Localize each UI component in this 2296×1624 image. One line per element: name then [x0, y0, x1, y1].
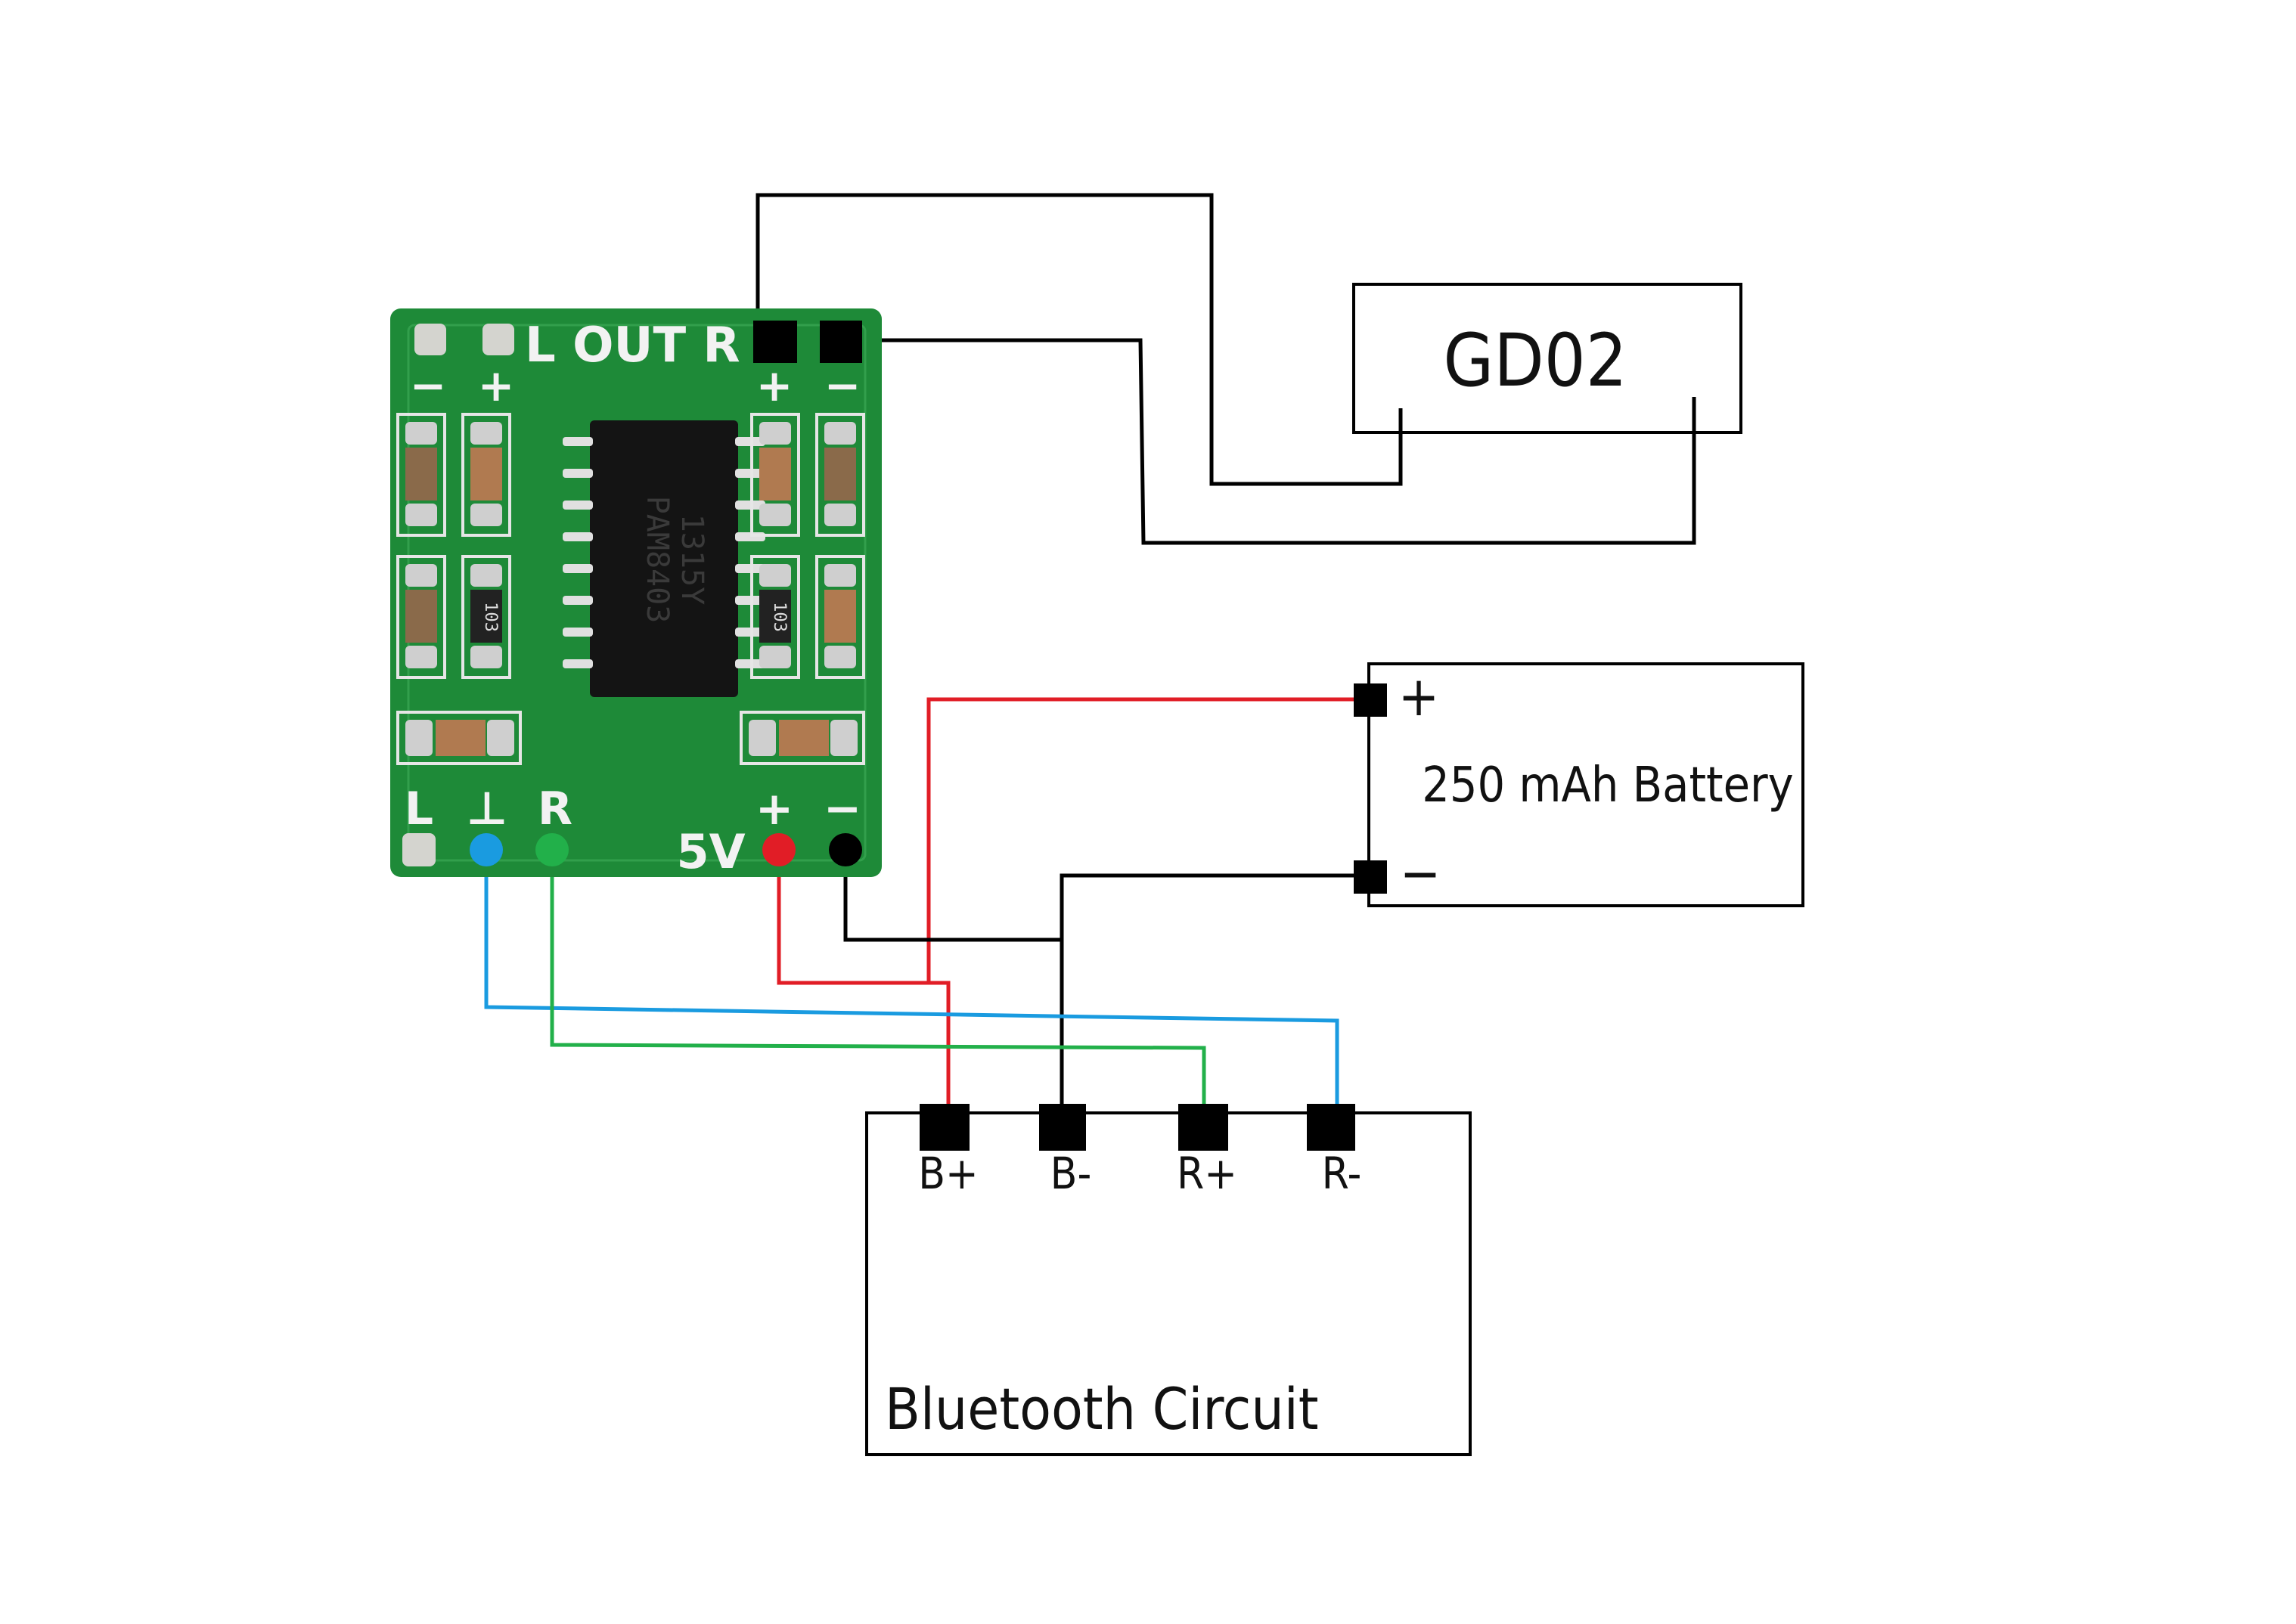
battery-label: 250 mAh Battery — [1422, 758, 1793, 814]
power-5v-label: 5V — [676, 824, 745, 879]
resistor-code-left: 103 — [481, 602, 500, 632]
wire-black-battery-minus — [1060, 873, 1369, 1127]
out-l-minus-label: − — [410, 360, 447, 411]
pad-in-right — [535, 833, 569, 866]
bt-pin-label-bminus: B- — [1050, 1148, 1092, 1199]
battery-minus-terminal — [1354, 860, 1387, 894]
resistor-code-right: 103 — [770, 602, 789, 632]
pad-in-ground — [470, 833, 503, 866]
bt-pin-label-bplus: B+ — [918, 1148, 979, 1199]
bluetooth-box — [865, 1111, 1472, 1456]
bt-pin-bplus — [920, 1104, 970, 1151]
wire-black-amp-minus — [843, 854, 1062, 942]
chip-part-number: PAM8403 — [640, 496, 675, 624]
chip-pins-left — [563, 437, 593, 668]
speaker-label: GD02 — [1443, 318, 1627, 403]
power-plus-label: + — [756, 783, 793, 835]
pad-power-minus — [829, 833, 862, 866]
bt-pin-label-rminus: R- — [1322, 1148, 1362, 1199]
pad-power-plus — [762, 833, 796, 866]
pad-out-r-plus — [753, 321, 797, 363]
pad-out-l-minus — [414, 324, 446, 355]
in-left-label: L — [405, 783, 433, 835]
battery-plus-terminal — [1354, 683, 1387, 717]
chip-code: 1315Y — [675, 514, 709, 605]
out-r-plus-label: + — [756, 360, 793, 411]
in-right-label: R — [538, 783, 572, 835]
pad-out-r-minus — [820, 321, 862, 363]
amplifier-chip — [590, 420, 738, 697]
out-label: L OUT R — [525, 318, 740, 373]
wire-red-battery-plus — [926, 697, 1369, 1127]
pad-out-l-plus — [482, 324, 514, 355]
pad-in-left — [402, 833, 436, 866]
bt-pin-label-rplus: R+ — [1177, 1148, 1237, 1199]
out-r-minus-label: − — [824, 360, 861, 411]
battery-plus-label: + — [1398, 665, 1439, 728]
wire-red-amp-plus — [777, 854, 948, 985]
smd-capacitors — [396, 413, 865, 765]
bt-pin-rplus — [1178, 1104, 1228, 1151]
bluetooth-label: Bluetooth Circuit — [885, 1375, 1319, 1443]
bt-pin-bminus — [1039, 1104, 1086, 1151]
speaker-wire-2 — [855, 338, 1696, 545]
amplifier-board: L OUT R − + + − PAM8403 1315Y — [390, 308, 882, 879]
speaker-wire-1 — [756, 193, 1403, 486]
power-minus-label: − — [824, 783, 861, 835]
battery-box — [1367, 662, 1804, 907]
wire-blue-signal-ground — [484, 854, 1339, 1127]
battery-minus-label: − — [1400, 841, 1441, 905]
bt-pin-rminus — [1307, 1104, 1355, 1151]
out-l-plus-label: + — [478, 360, 515, 411]
in-ground-label: ⊥ — [467, 783, 508, 835]
wire-green-signal-right — [550, 854, 1206, 1127]
speaker-box — [1352, 283, 1742, 434]
